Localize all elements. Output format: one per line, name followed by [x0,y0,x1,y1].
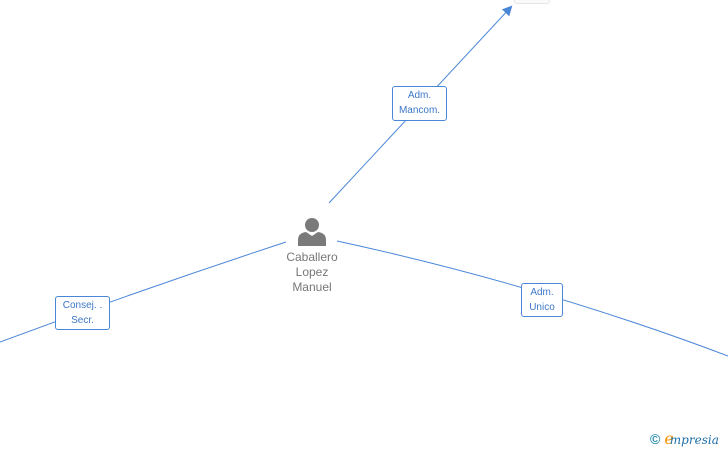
person-name-line-1: Caballero [286,250,338,264]
person-name-line-2: Lopez [295,265,329,279]
role-line: Secr. [71,315,94,326]
person-name: Caballero Lopez Manuel [276,250,348,295]
person-icon [298,218,326,246]
brand-initial: e [664,429,674,448]
copyright-icon: © [650,431,661,447]
edge-to-left [0,241,287,343]
person-node[interactable]: Caballero Lopez Manuel [276,216,348,295]
role-line: Consej. . [62,300,103,311]
role-line: Adm. [407,90,432,101]
role-label-adm-mancom[interactable]: Adm. Mancom. [392,86,447,121]
brand-rest: mpresia [669,433,719,447]
role-label-consej-secr[interactable]: Consej. . Secr. [55,296,110,330]
role-line: Adm. [530,287,554,298]
brand-wordmark: empresia [664,429,719,449]
offscreen-node-tab [514,0,550,4]
person-name-line-3: Manuel [292,280,332,294]
role-line: Unico [529,302,555,313]
role-line: Mancom. [398,105,441,116]
role-label-adm-unico[interactable]: Adm. Unico [521,283,563,317]
empresia-logo: © empresia [650,429,719,449]
